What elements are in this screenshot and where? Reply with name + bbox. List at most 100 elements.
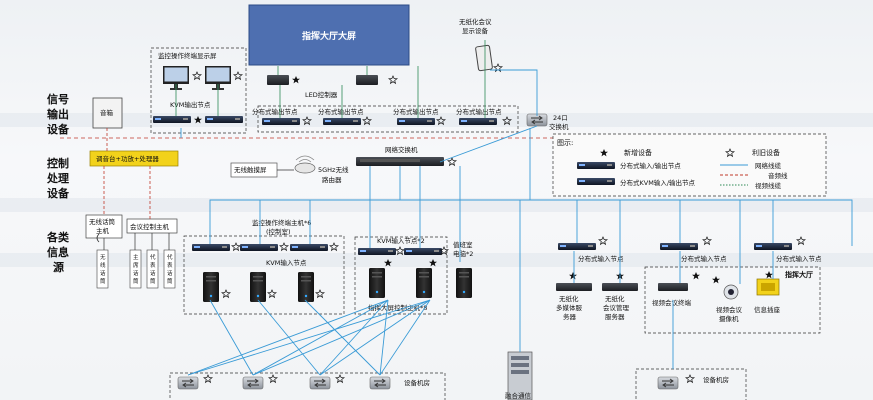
svg-text:设备: 设备 <box>47 122 70 136</box>
svg-text:交换机: 交换机 <box>549 122 569 131</box>
svg-text:筒: 筒 <box>100 277 106 285</box>
svg-text:24口: 24口 <box>553 114 568 122</box>
svg-text:无纸化: 无纸化 <box>605 294 625 303</box>
svg-text:设备机房: 设备机房 <box>404 378 430 387</box>
svg-text:KVM输入节点: KVM输入节点 <box>266 258 307 267</box>
paperless-mgmt-server: 无纸化 会议管理 服务器 <box>602 272 638 321</box>
svg-text:处理: 处理 <box>46 171 69 185</box>
duty-room-pc: 值班室 电脑*2 <box>453 240 473 298</box>
section-label-signal-output: 信号 输出 设备 <box>47 92 70 136</box>
equipment-room-2: 设备机房 <box>635 368 747 400</box>
video-lines <box>175 40 486 118</box>
command-hall-box: 指挥大厅 视频会议终端 视频会议 摄像机 信息插座 <box>644 266 821 334</box>
svg-text:新增设备: 新增设备 <box>624 148 652 157</box>
svg-text:分布式KVM输入/输出节点: 分布式KVM输入/输出节点 <box>620 178 696 187</box>
led-controller: LED控制器 <box>267 75 398 99</box>
svg-text:线: 线 <box>100 261 106 269</box>
svg-text:无纸化: 无纸化 <box>559 294 579 303</box>
svg-text:路由器: 路由器 <box>322 175 342 184</box>
svg-text:KVM输出节点: KVM输出节点 <box>170 100 211 109</box>
svg-text:各类: 各类 <box>46 230 70 244</box>
svg-text:席: 席 <box>133 261 139 269</box>
bottom-server-rack: 融合通信 <box>505 351 533 400</box>
svg-text:会议管理: 会议管理 <box>603 303 630 312</box>
svg-text:分布式输入/输出节点: 分布式输入/输出节点 <box>620 161 681 170</box>
svg-text:图示:: 图示: <box>557 139 573 147</box>
background-texture <box>0 113 873 267</box>
svg-text:摄像机: 摄像机 <box>719 314 739 323</box>
svg-text:筒: 筒 <box>133 277 139 285</box>
svg-text:监控操作终端主机*6: 监控操作终端主机*6 <box>252 218 311 227</box>
svg-text:主: 主 <box>133 253 139 261</box>
audio-console: 调音台+功放+处理器 <box>89 150 179 167</box>
equipment-room-1: 设备机房 <box>169 372 446 400</box>
command-hall-screen: 指挥大厅大屏 <box>248 4 410 66</box>
svg-text:控制: 控制 <box>47 156 69 170</box>
svg-text:话: 话 <box>150 269 156 277</box>
svg-text:视频线缆: 视频线缆 <box>755 181 782 190</box>
mic-delegate-2: 代 表 话 筒 <box>163 249 176 289</box>
svg-text:筒: 筒 <box>167 277 173 285</box>
conference-control-host: 会议控制主机 <box>126 218 178 234</box>
svg-text:会议控制主机: 会议控制主机 <box>130 222 170 231</box>
svg-text:分布式输出节点: 分布式输出节点 <box>456 107 502 116</box>
svg-text:音箱: 音箱 <box>100 108 114 117</box>
distributed-input-nodes: 分布式输入节点 分布式输入节点 分布式输入节点 <box>558 236 822 263</box>
svg-text:分布式输入节点: 分布式输入节点 <box>578 254 624 263</box>
svg-text:网络线缆: 网络线缆 <box>755 161 782 170</box>
svg-text:代: 代 <box>167 253 173 261</box>
network-lines <box>180 69 853 376</box>
monitor-host-group: 监控操作终端主机*6 (控制室) KVM输入节点 <box>183 218 345 315</box>
svg-text:KVM输入节点*2: KVM输入节点*2 <box>377 236 425 245</box>
distributed-output-group: 分布式输出节点 分布式输出节点 分布式输出节点 分布式输出节点 <box>252 105 519 133</box>
svg-text:监控操作终端显示屏: 监控操作终端显示屏 <box>158 51 217 60</box>
svg-text:指挥大厅: 指挥大厅 <box>785 270 813 279</box>
svg-text:调音台+功放+处理器: 调音台+功放+处理器 <box>96 154 159 163</box>
svg-text:话: 话 <box>167 269 173 277</box>
svg-text:表: 表 <box>150 261 156 269</box>
network-switch: 网络交换机 <box>356 145 457 166</box>
svg-text:主机: 主机 <box>96 226 110 235</box>
paperless-media-server: 无纸化 多媒体服 务器 <box>556 272 592 321</box>
mic-wireless: 无 线 话 筒 <box>96 233 109 289</box>
svg-text:指挥大屏控制主机*8: 指挥大屏控制主机*8 <box>368 303 427 312</box>
svg-text:分布式输入节点: 分布式输入节点 <box>681 254 727 263</box>
mic-delegate-1: 代 表 话 筒 <box>146 249 159 289</box>
svg-text:信息: 信息 <box>47 245 69 259</box>
svg-text:值班室: 值班室 <box>453 240 473 249</box>
audio-lines <box>103 128 151 219</box>
svg-text:利旧设备: 利旧设备 <box>752 148 780 157</box>
paperless-display: 无纸化会议 显示设备 <box>459 17 503 72</box>
svg-text:话: 话 <box>133 269 139 277</box>
svg-text:网络交换机: 网络交换机 <box>385 145 418 154</box>
svg-text:无线触摸屏: 无线触摸屏 <box>234 165 267 174</box>
svg-text:信息插座: 信息插座 <box>754 305 781 314</box>
svg-text:指挥大厅大屏: 指挥大厅大屏 <box>302 30 356 42</box>
svg-text:输出: 输出 <box>47 107 69 121</box>
svg-text:无线话筒: 无线话筒 <box>89 217 116 226</box>
svg-text:LED控制器: LED控制器 <box>305 90 338 99</box>
mic-chair: 主 席 话 筒 <box>129 249 142 289</box>
speaker: 音箱 <box>92 97 123 129</box>
svg-text:服务器: 服务器 <box>605 312 625 321</box>
svg-text:融合通信: 融合通信 <box>505 391 532 400</box>
svg-text:无纸化会议: 无纸化会议 <box>459 17 492 26</box>
svg-text:分布式输出节点: 分布式输出节点 <box>318 107 364 116</box>
switch-24-port: 24口 交换机 <box>526 113 569 131</box>
svg-text:代: 代 <box>150 253 156 261</box>
black-lines <box>103 169 294 250</box>
svg-text:电脑*2: 电脑*2 <box>453 249 473 258</box>
section-label-control-processing: 控制 处理 设备 <box>46 156 70 200</box>
svg-text:5GHz无线: 5GHz无线 <box>318 165 349 174</box>
svg-text:分布式输出节点: 分布式输出节点 <box>252 107 298 116</box>
svg-text:分布式输出节点: 分布式输出节点 <box>393 107 439 116</box>
svg-text:设备: 设备 <box>47 186 70 200</box>
svg-text:话: 话 <box>100 269 106 277</box>
wireless-mic-host: 无线话筒 主机 <box>85 214 123 239</box>
svg-text:多媒体服: 多媒体服 <box>556 303 583 312</box>
command-host-group: KVM输入节点*2 指挥大屏控制主机*8 <box>354 236 449 315</box>
svg-text:源: 源 <box>53 260 64 274</box>
svg-text:设备机房: 设备机房 <box>703 375 729 384</box>
